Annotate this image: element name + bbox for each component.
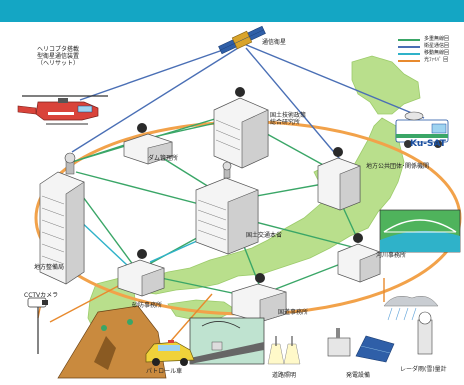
- legend-label: 衛星通信回: [424, 43, 450, 49]
- research-label: 国土技術政策 総合研究所: [270, 112, 306, 126]
- legend-label: 多重無線回: [424, 36, 450, 42]
- legend-item: 多重無線回: [398, 36, 462, 43]
- landslide-inset: [57, 305, 167, 379]
- radar-label: レーダ雨(雪)量計: [400, 366, 447, 373]
- cctv-camera-icon: [27, 297, 48, 354]
- building-dam: [123, 123, 173, 165]
- sat-link-van: [243, 43, 425, 119]
- land-hokkaido: [351, 55, 421, 115]
- erosion-label: 砂防事務所: [132, 302, 163, 309]
- legend-swatch: [398, 53, 420, 55]
- regional-label: 地方整備局: [34, 264, 65, 271]
- diagram-canvas: [17, 25, 462, 379]
- mux-hq-river: [239, 217, 357, 249]
- cctv-label: CCTVカメラ: [24, 292, 59, 299]
- ku-sat-label: Ku-SAT: [410, 139, 446, 149]
- legend-swatch: [398, 46, 420, 48]
- local-gov-label: 地方公共団体･関係機関: [366, 163, 430, 170]
- legend-label: 移動無線回: [424, 50, 450, 56]
- river-inset: [379, 209, 461, 253]
- helicopter-icon: [17, 95, 108, 125]
- legend-swatch: [398, 60, 420, 62]
- river-label: 河川事務所: [376, 252, 407, 259]
- satellite-van-icon: [395, 111, 449, 148]
- building-local-gov: [317, 147, 361, 211]
- patrol-label: パトロール車: [146, 368, 183, 375]
- road-inset: [189, 317, 265, 365]
- radar-rain-gauge-icon: [383, 296, 439, 355]
- fiber-cctv-erosion: [49, 283, 123, 323]
- building-national-road: [231, 273, 287, 323]
- satellite-label: 通信衛星: [262, 39, 287, 46]
- building-research: [213, 87, 269, 169]
- helicopter-label-line3: （ヘリサット）: [36, 60, 79, 67]
- helicopter-label-line2: 型衛星通信装置: [36, 53, 79, 60]
- satellite-icon: [218, 25, 266, 55]
- legend-item: 衛星通信回: [398, 43, 462, 50]
- dish-antenna-icon: [64, 152, 76, 175]
- power-label: 発電設備: [346, 372, 371, 379]
- dish-antenna-icon: [353, 233, 363, 243]
- helicopter-label: ヘリコプタ搭載 型衛星通信装置 （ヘリサット）: [16, 46, 100, 67]
- dish-antenna-icon: [333, 147, 343, 157]
- legend: 多重無線回 衛星通信回 移動無線回 光ﾌｧｲﾊﾞ 回: [398, 36, 462, 64]
- building-regional: [39, 152, 85, 285]
- helicopter-label-line1: ヘリコプタ搭載: [36, 46, 79, 53]
- power-equipment-icon: [327, 328, 395, 363]
- dish-antenna-icon: [137, 249, 147, 259]
- patrol-car-icon: [145, 340, 195, 366]
- national-road-label: 国道事務所: [278, 309, 309, 316]
- dish-antenna-icon: [222, 161, 232, 179]
- legend-label: 光ﾌｧｲﾊﾞ 回: [424, 57, 449, 63]
- sat-link-local: [245, 47, 345, 165]
- research-label-line1: 国土技術政策: [270, 112, 307, 119]
- road-lighting-icon: [267, 336, 301, 365]
- dam-label: ダム管理所: [148, 155, 179, 162]
- research-label-line2: 総合研究所: [270, 119, 301, 126]
- hq-label: 国土交通本省: [246, 232, 283, 239]
- legend-swatch: [398, 39, 420, 41]
- road-lighting-label: 道路照明: [272, 372, 297, 379]
- building-erosion: [117, 249, 165, 297]
- sat-link-regional: [71, 47, 239, 153]
- dish-antenna-icon: [255, 273, 265, 283]
- header-bar: [0, 0, 464, 22]
- sat-link-heli: [79, 43, 241, 101]
- solar-panel-icon: [355, 335, 395, 363]
- legend-item: 光ﾌｧｲﾊﾞ 回: [398, 57, 462, 64]
- dish-antenna-icon: [137, 123, 147, 133]
- dish-antenna-icon: [235, 87, 245, 97]
- legend-item: 移動無線回: [398, 50, 462, 57]
- building-river: [337, 233, 381, 283]
- building-hq: [195, 161, 259, 255]
